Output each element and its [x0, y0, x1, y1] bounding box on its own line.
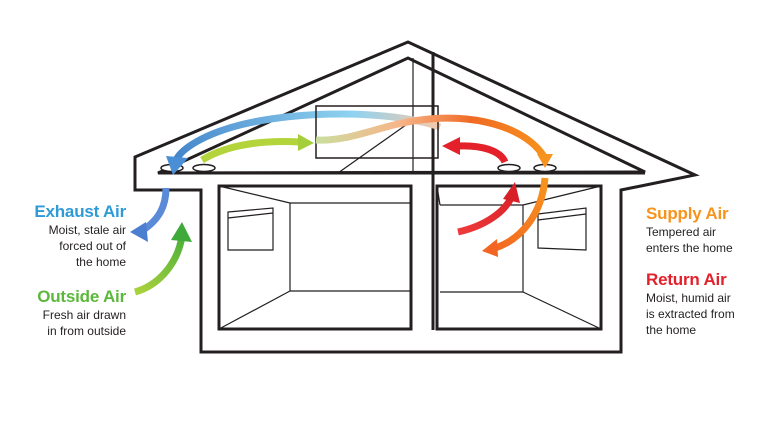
return-air-line-1: Moist, humid air — [646, 290, 731, 305]
heat-recovery-unit — [315, 105, 439, 159]
outside-air-line-2: in from outside — [47, 323, 126, 338]
return-air-line-3: the home — [646, 322, 697, 337]
supply-air-line-2: enters the home — [646, 240, 733, 255]
intake-arrow-head — [298, 134, 314, 151]
exhaust-air-title: Exhaust Air — [34, 202, 126, 221]
return-air-label: Return Air Moist, humid air is extracted… — [646, 270, 766, 338]
outside-air-line-1: Fresh air drawn — [42, 307, 126, 322]
exhaust-air-line-1: Moist, stale air — [48, 222, 126, 237]
outside-air-title: Outside Air — [37, 287, 126, 306]
roof-outer — [133, 40, 700, 354]
left-window — [227, 207, 274, 251]
room-perspective — [218, 58, 602, 330]
airflow-arrows — [130, 105, 553, 296]
vents — [160, 163, 557, 173]
return-up-head — [503, 182, 520, 203]
house-outline — [133, 40, 700, 354]
right-window — [537, 207, 587, 251]
return-vent — [497, 163, 521, 173]
supply-air-label: Supply Air Tempered air enters the home — [646, 204, 766, 256]
supply-air-line-1: Tempered air — [646, 224, 717, 239]
supply-vent-head — [537, 154, 553, 168]
supply-air-title: Supply Air — [646, 204, 729, 223]
return-air-line-2: is extracted from — [646, 306, 735, 321]
intake-arrow — [200, 138, 301, 164]
exhaust-arrow — [172, 110, 442, 162]
return-up-arrow — [457, 194, 516, 236]
exhaust-out-head — [130, 222, 148, 242]
right-room — [435, 184, 603, 331]
return-arrow-head — [442, 137, 460, 155]
supply-room-head — [482, 239, 498, 257]
exhaust-air-line-2: forced out of — [59, 238, 126, 253]
exhaust-arrow-head — [166, 156, 188, 175]
return-arrow — [457, 142, 509, 164]
exhaust-air-line-3: the home — [75, 254, 126, 269]
outside-air-label: Outside Air Fresh air drawn in from outs… — [0, 287, 126, 339]
exhaust-air-label: Exhaust Air Moist, stale air forced out … — [0, 202, 126, 270]
outside-in-head — [171, 222, 192, 242]
supply-room-arrow — [493, 177, 549, 252]
supply-crossflow — [315, 114, 548, 160]
intake-vent — [192, 163, 216, 173]
return-air-title: Return Air — [646, 270, 727, 289]
left-room — [217, 184, 413, 331]
outside-in-arrow — [133, 235, 186, 296]
